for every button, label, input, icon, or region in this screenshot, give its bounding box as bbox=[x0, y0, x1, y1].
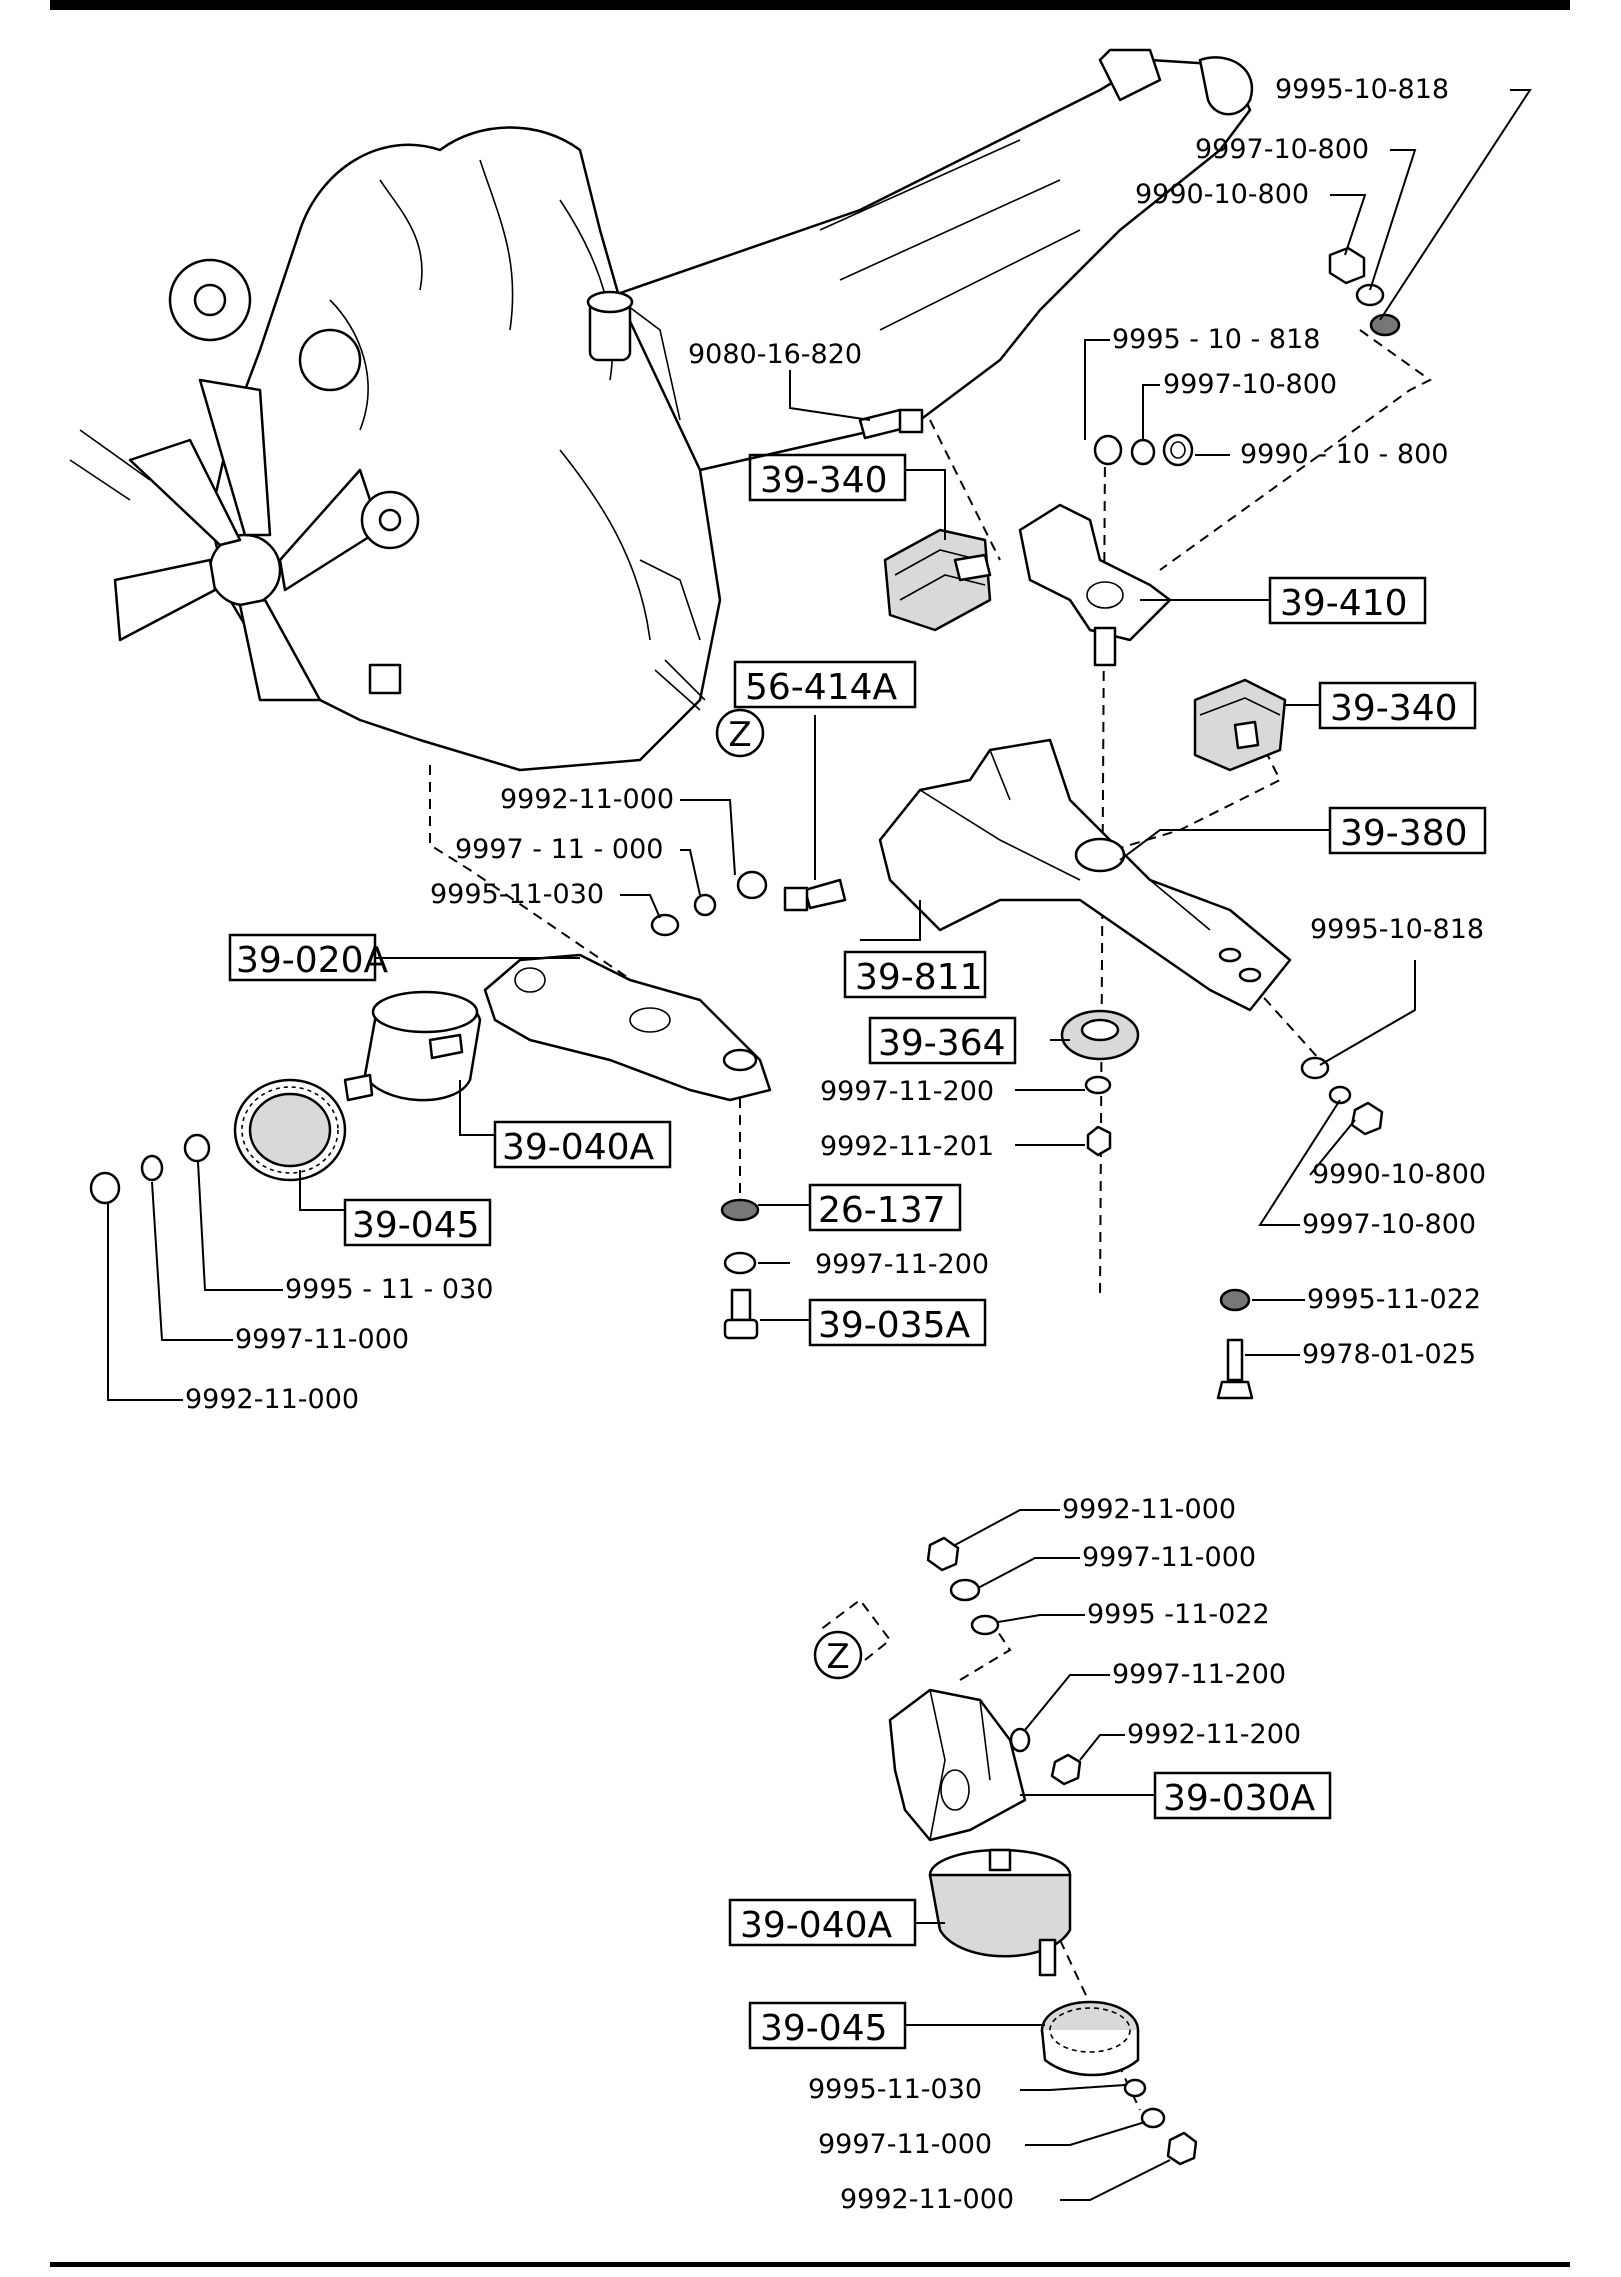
lower-nut-stack bbox=[926, 1536, 1082, 1786]
bracket-39-410 bbox=[1018, 503, 1172, 667]
box-39-380: 39-380 bbox=[1340, 813, 1468, 854]
label-9992-11-201: 9992-11-201 bbox=[820, 1131, 994, 1162]
label-9997-11-000-b: 9997-11-000 bbox=[235, 1324, 409, 1355]
label-9990-10-800-c: 9990-10-800 bbox=[1312, 1159, 1486, 1190]
label-9997-10-800-b: 9997-10-800 bbox=[1163, 369, 1337, 400]
nut-washer-stack-mid-right bbox=[1093, 433, 1194, 467]
bolt-9080 bbox=[858, 408, 924, 440]
box-39-410: 39-410 bbox=[1280, 583, 1408, 624]
label-9997-11-000-a: 9997 - 11 - 000 bbox=[455, 834, 663, 865]
label-9992-11-000-b: 9992-11-000 bbox=[185, 1384, 359, 1415]
box-39-035a: 39-035A bbox=[818, 1305, 971, 1346]
box-39-045-left: 39-045 bbox=[352, 1205, 480, 1246]
box-39-811: 39-811 bbox=[855, 957, 983, 998]
isolator-39-364 bbox=[1060, 1009, 1140, 1157]
part-number-labels: 9995-10-818 9997-10-800 9990-10-800 9080… bbox=[185, 74, 1486, 2215]
top-border-rule bbox=[50, 0, 1570, 10]
label-9995-10-818-a: 9995-10-818 bbox=[1275, 74, 1449, 105]
leader-lines bbox=[107, 89, 1532, 2201]
z-marker-top-label: Z bbox=[728, 715, 751, 755]
label-9995-11-030-a: 9995-11-030 bbox=[430, 879, 604, 910]
label-9990-10-800-b: 9990 - 10 - 800 bbox=[1240, 439, 1448, 470]
box-39-040a-left: 39-040A bbox=[502, 1127, 655, 1168]
label-9997-10-800-c: 9997-10-800 bbox=[1302, 1209, 1476, 1240]
label-9992-11-000-d: 9992-11-000 bbox=[840, 2184, 1014, 2215]
nut-washer-stack-far-left bbox=[89, 1133, 211, 1205]
mount-39-040a-left bbox=[343, 990, 482, 1102]
label-9995-11-030-b: 9995 - 11 - 030 bbox=[285, 1274, 493, 1305]
z-marker-bottom: Z bbox=[813, 1630, 863, 1680]
box-39-364: 39-364 bbox=[878, 1023, 1006, 1064]
box-39-340-right: 39-340 bbox=[1330, 688, 1458, 729]
bracket-39-030a bbox=[888, 1688, 1027, 1842]
label-9995-11-022-a: 9995-11-022 bbox=[1307, 1284, 1481, 1315]
box-56-414a: 56-414A bbox=[745, 667, 898, 708]
rubber-mount-left bbox=[883, 528, 992, 632]
box-39-045-lower: 39-045 bbox=[760, 2008, 888, 2049]
fan-drawing bbox=[69, 378, 382, 702]
ring-39-045-lower bbox=[1040, 2000, 1140, 2077]
box-26-137: 26-137 bbox=[818, 1190, 946, 1231]
label-9995-11-022-b: 9995 -11-022 bbox=[1087, 1599, 1270, 1630]
boxed-part-numbers: 39-340 39-410 39-340 56-414A 39-380 39-0… bbox=[228, 453, 1487, 2050]
mount-39-040a-lower bbox=[928, 1848, 1072, 1977]
label-9992-11-200: 9992-11-200 bbox=[1127, 1719, 1301, 1750]
label-9995-10-818-c: 9995-10-818 bbox=[1310, 914, 1484, 945]
label-9978-01-025: 9978-01-025 bbox=[1302, 1339, 1476, 1370]
box-39-020a: 39-020A bbox=[236, 940, 389, 981]
z-marker-top: Z bbox=[715, 708, 765, 758]
nut-washer-stack-left bbox=[650, 870, 768, 937]
rubber-mount-right bbox=[1193, 678, 1287, 772]
label-9997-11-200-b: 9997-11-200 bbox=[815, 1249, 989, 1280]
label-9080-16-820: 9080-16-820 bbox=[688, 339, 862, 370]
label-9997-11-000-d: 9997-11-000 bbox=[818, 2129, 992, 2160]
box-39-340-left: 39-340 bbox=[760, 460, 888, 501]
z-marker-bottom-label: Z bbox=[826, 1637, 849, 1677]
label-9997-11-200-c: 9997-11-200 bbox=[1112, 1659, 1286, 1690]
label-9990-10-800-a: 9990-10-800 bbox=[1135, 179, 1309, 210]
label-9992-11-000-c: 9992-11-000 bbox=[1062, 1494, 1236, 1525]
box-39-030a: 39-030A bbox=[1163, 1778, 1316, 1819]
lower-washer-stack bbox=[1123, 2078, 1198, 2166]
label-9997-11-200-a: 9997-11-200 bbox=[820, 1076, 994, 1107]
crossmember bbox=[878, 738, 1292, 1012]
bottom-border-rule bbox=[50, 2262, 1570, 2267]
label-9995-10-818-b: 9995 - 10 - 818 bbox=[1112, 324, 1320, 355]
engine-transmission-drawing bbox=[69, 48, 1254, 772]
nut-washer-stack-right-low bbox=[1300, 1056, 1384, 1136]
label-9997-10-800-a: 9997-10-800 bbox=[1195, 134, 1369, 165]
label-9997-11-000-c: 9997-11-000 bbox=[1082, 1542, 1256, 1573]
bolt-9978 bbox=[1216, 1288, 1254, 1400]
nut-washer-stack-top-right bbox=[1328, 246, 1401, 337]
bracket-39-020a bbox=[483, 953, 772, 1102]
bolt-56-414a bbox=[783, 878, 847, 912]
box-39-040a-lower: 39-040A bbox=[740, 1905, 893, 1946]
ring-39-045-left bbox=[233, 1078, 347, 1182]
label-9992-11-000-a: 9992-11-000 bbox=[500, 784, 674, 815]
washer-bolt-stack-center bbox=[720, 1198, 760, 1340]
label-9995-11-030-c: 9995-11-030 bbox=[808, 2074, 982, 2105]
